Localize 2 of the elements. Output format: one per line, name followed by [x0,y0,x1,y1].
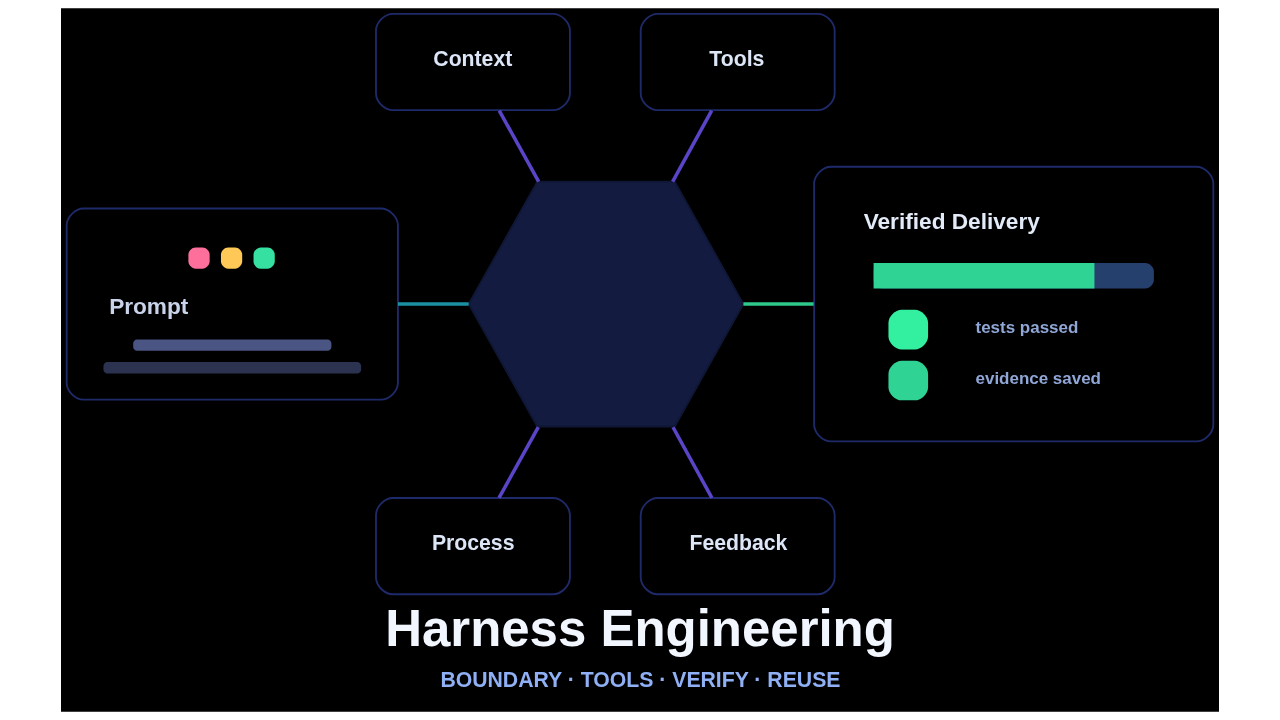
caption: BOUNDARY · TOOLS · VERIFY · REUSE [440,668,841,692]
diagram-title: Harness Engineering [385,599,895,657]
